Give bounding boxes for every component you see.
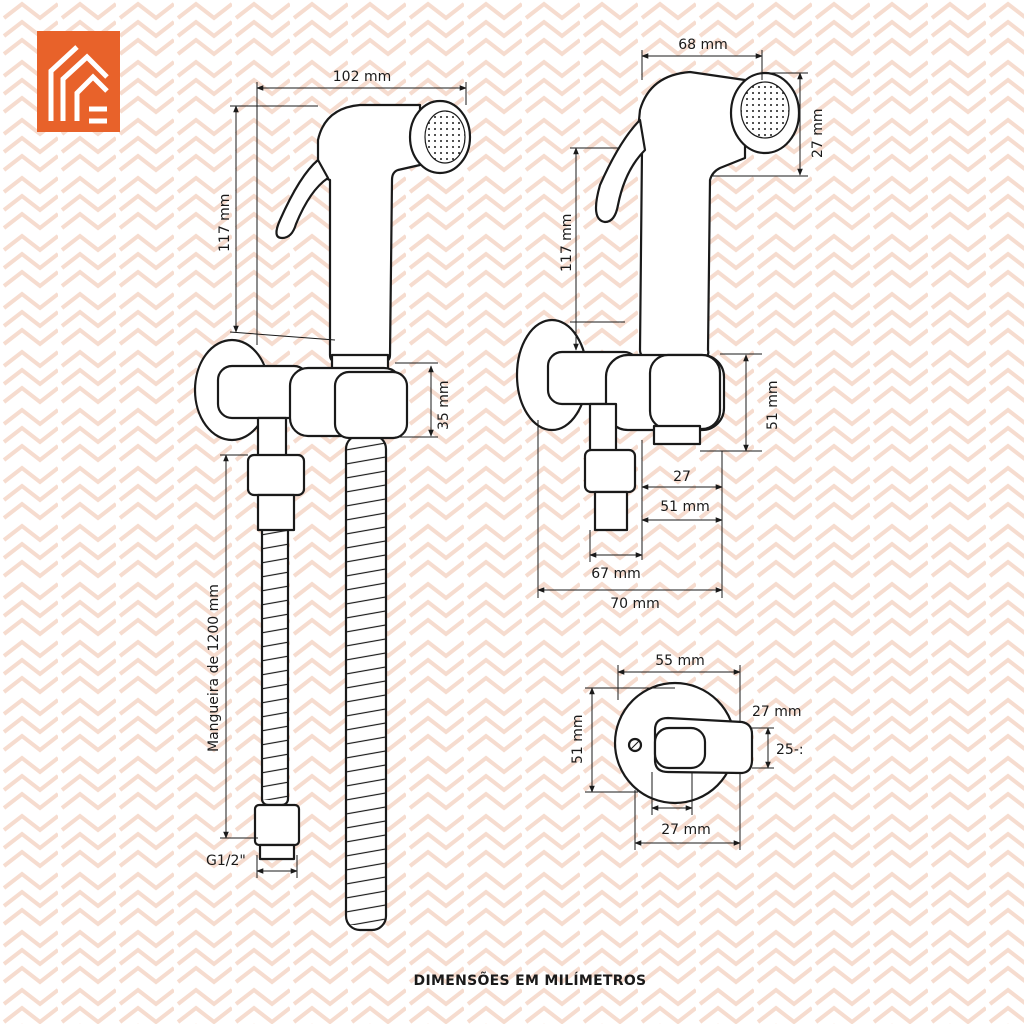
dim-side-thread: G1/2" [206,853,246,869]
dim-side-holder: 35 mm [436,380,452,430]
top-view: 55 mm 51 mm 27 mm 25-: 27 mm [570,653,804,850]
dim-side-height: 117 mm [217,194,233,252]
angle-thread [593,490,629,532]
dim-angle-head-height: 27 mm [810,108,826,158]
angle-outlet [652,424,702,446]
angle-sprayer-body [636,70,747,360]
sprayer-body [316,103,422,364]
thread-end [258,843,296,861]
angle-holder-cap [648,353,722,431]
angle-view: 68 mm 27 mm 117 mm 51 mm 27 51 mm 67 mm … [515,37,826,612]
angle-valve-stem [588,402,618,456]
brand-logo-icon [48,45,109,124]
holder-cap [333,370,409,440]
sprayer-trigger [275,158,330,240]
hose-nut-bottom [253,803,301,847]
top-knob-cap [653,726,707,770]
caption: DIMENSÕES EM MILÍMETROS [413,973,647,989]
dim-top-knob-height: 25-: [776,742,804,758]
hose-nut-top [246,453,306,497]
dim-side-width: 102 mm [333,69,391,85]
hose-nut-neck [256,493,296,532]
dim-angle-head-width: 68 mm [678,37,728,53]
hose-right-coil [347,440,385,925]
side-view: 102 mm 117 mm 35 mm Mangueira de 1200 mm… [193,69,472,932]
dim-angle-d2: 51 mm [660,499,710,515]
angle-nozzle-dots [740,81,790,139]
hose-left-coil [263,530,287,800]
dim-angle-d3: 67 mm [591,566,641,582]
dim-angle-d1: 27 [673,469,691,485]
dim-top-knob: 27 mm [752,704,802,720]
sprayer-nozzle-dots [424,110,466,164]
dim-angle-height: 117 mm [559,214,575,272]
angle-hose-nut [583,448,637,494]
brand-logo [37,31,120,132]
angle-sprayer-trigger [594,118,647,224]
dim-side-hose: Mangueira de 1200 mm [206,584,222,752]
dim-top-width: 55 mm [655,653,705,669]
dim-top-height: 51 mm [570,714,586,764]
dim-angle-d4: 70 mm [610,596,660,612]
valve-stem [256,416,288,462]
dim-top-base: 27 mm [661,822,711,838]
dim-angle-valve: 51 mm [765,380,781,430]
